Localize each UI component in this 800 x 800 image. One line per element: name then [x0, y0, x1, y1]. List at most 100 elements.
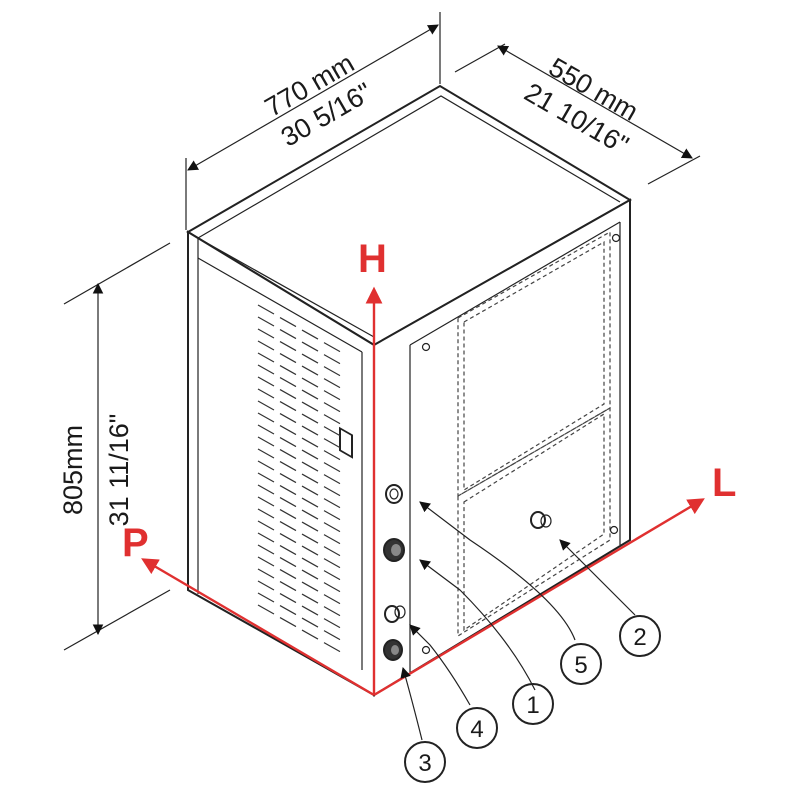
vent-slat — [323, 534, 341, 545]
vent-slat — [301, 617, 319, 628]
vent-slat — [323, 630, 341, 641]
vent-slat — [323, 486, 341, 497]
vent-slat — [301, 605, 319, 616]
vent-slat — [323, 462, 341, 473]
fittings — [383, 484, 552, 661]
vent-slat — [279, 329, 297, 340]
vent-slat — [257, 592, 275, 603]
vent-slat — [301, 365, 319, 376]
dimension-height: 805mm 31 11/16" — [58, 242, 171, 651]
screw-icon — [421, 645, 431, 655]
vent-slat — [301, 485, 319, 496]
screw-icon — [421, 342, 431, 352]
vent-slat — [279, 473, 297, 484]
height-in-label: 31 11/16" — [104, 414, 134, 527]
vent-slat — [279, 365, 297, 376]
vent-slat — [301, 449, 319, 460]
vent-slat — [257, 556, 275, 567]
vent-slat — [301, 533, 319, 544]
vent-slat — [257, 448, 275, 459]
cabinet — [186, 84, 632, 697]
vent-slat — [257, 376, 275, 387]
fitting-2 — [530, 511, 552, 529]
vent-slat — [301, 425, 319, 436]
vent-slat — [323, 618, 341, 629]
switch-icon — [339, 426, 353, 459]
vent-slat — [279, 521, 297, 532]
vent-slat — [323, 510, 341, 521]
vent-slat — [323, 546, 341, 557]
vent-slat — [323, 402, 341, 413]
svg-text:1: 1 — [526, 692, 539, 719]
vent-slat — [279, 401, 297, 412]
vent-slat — [301, 557, 319, 568]
vent-slat — [301, 329, 319, 340]
svg-text:4: 4 — [470, 716, 483, 743]
vent-slat — [257, 580, 275, 591]
axis-l-line — [373, 498, 705, 697]
vent-slat — [257, 568, 275, 579]
axis-h-label: H — [358, 237, 387, 281]
axis-p-line — [141, 558, 375, 697]
vent-slat — [279, 413, 297, 424]
callouts: 1 2 3 4 5 — [404, 615, 661, 783]
vent-grille — [257, 304, 341, 653]
vent-slat — [257, 544, 275, 555]
vent-slat — [323, 570, 341, 581]
svg-text:5: 5 — [574, 652, 587, 679]
vent-slat — [257, 472, 275, 483]
callout-leaders — [400, 501, 636, 741]
vent-slat — [257, 508, 275, 519]
callout-4: 4 — [456, 707, 498, 749]
vent-slat — [323, 582, 341, 593]
axis-l-label: L — [712, 461, 736, 505]
vent-slat — [279, 605, 297, 616]
vent-slat — [301, 569, 319, 580]
vent-slat — [301, 377, 319, 388]
vent-slat — [279, 389, 297, 400]
vent-slat — [301, 437, 319, 448]
vent-slat — [257, 436, 275, 447]
vent-slat — [301, 545, 319, 556]
vent-slat — [301, 413, 319, 424]
callout-2: 2 — [619, 615, 661, 657]
screw-icon — [609, 525, 619, 535]
fitting-4 — [384, 605, 406, 623]
axes: H L P — [122, 237, 736, 697]
fitting-1 — [383, 538, 405, 562]
vent-slat — [301, 521, 319, 532]
vent-slat — [301, 497, 319, 508]
vent-slat — [257, 412, 275, 423]
vent-slat — [279, 581, 297, 592]
vent-slat — [279, 497, 297, 508]
vent-slat — [323, 378, 341, 389]
vent-slat — [279, 545, 297, 556]
vent-slat — [257, 352, 275, 363]
height-mm-label: 805mm — [58, 425, 88, 515]
vent-slat — [279, 593, 297, 604]
vent-slat — [279, 509, 297, 520]
vent-slat — [301, 353, 319, 364]
fitting-3 — [383, 639, 403, 661]
vent-slat — [257, 340, 275, 351]
vent-slat — [257, 328, 275, 339]
svg-text:3: 3 — [418, 750, 431, 777]
vent-slat — [323, 594, 341, 605]
vent-slat — [301, 629, 319, 640]
vent-slat — [279, 449, 297, 460]
vent-slat — [279, 569, 297, 580]
vent-slat — [257, 424, 275, 435]
vent-slat — [279, 533, 297, 544]
fitting-5 — [385, 484, 403, 504]
vent-slat — [279, 617, 297, 628]
vent-slat — [301, 593, 319, 604]
vent-slat — [257, 484, 275, 495]
axis-p-label: P — [122, 521, 149, 565]
vent-slat — [279, 461, 297, 472]
vent-slat — [323, 522, 341, 533]
vent-slat — [257, 520, 275, 531]
vent-slat — [257, 460, 275, 471]
callout-1: 1 — [512, 683, 554, 725]
